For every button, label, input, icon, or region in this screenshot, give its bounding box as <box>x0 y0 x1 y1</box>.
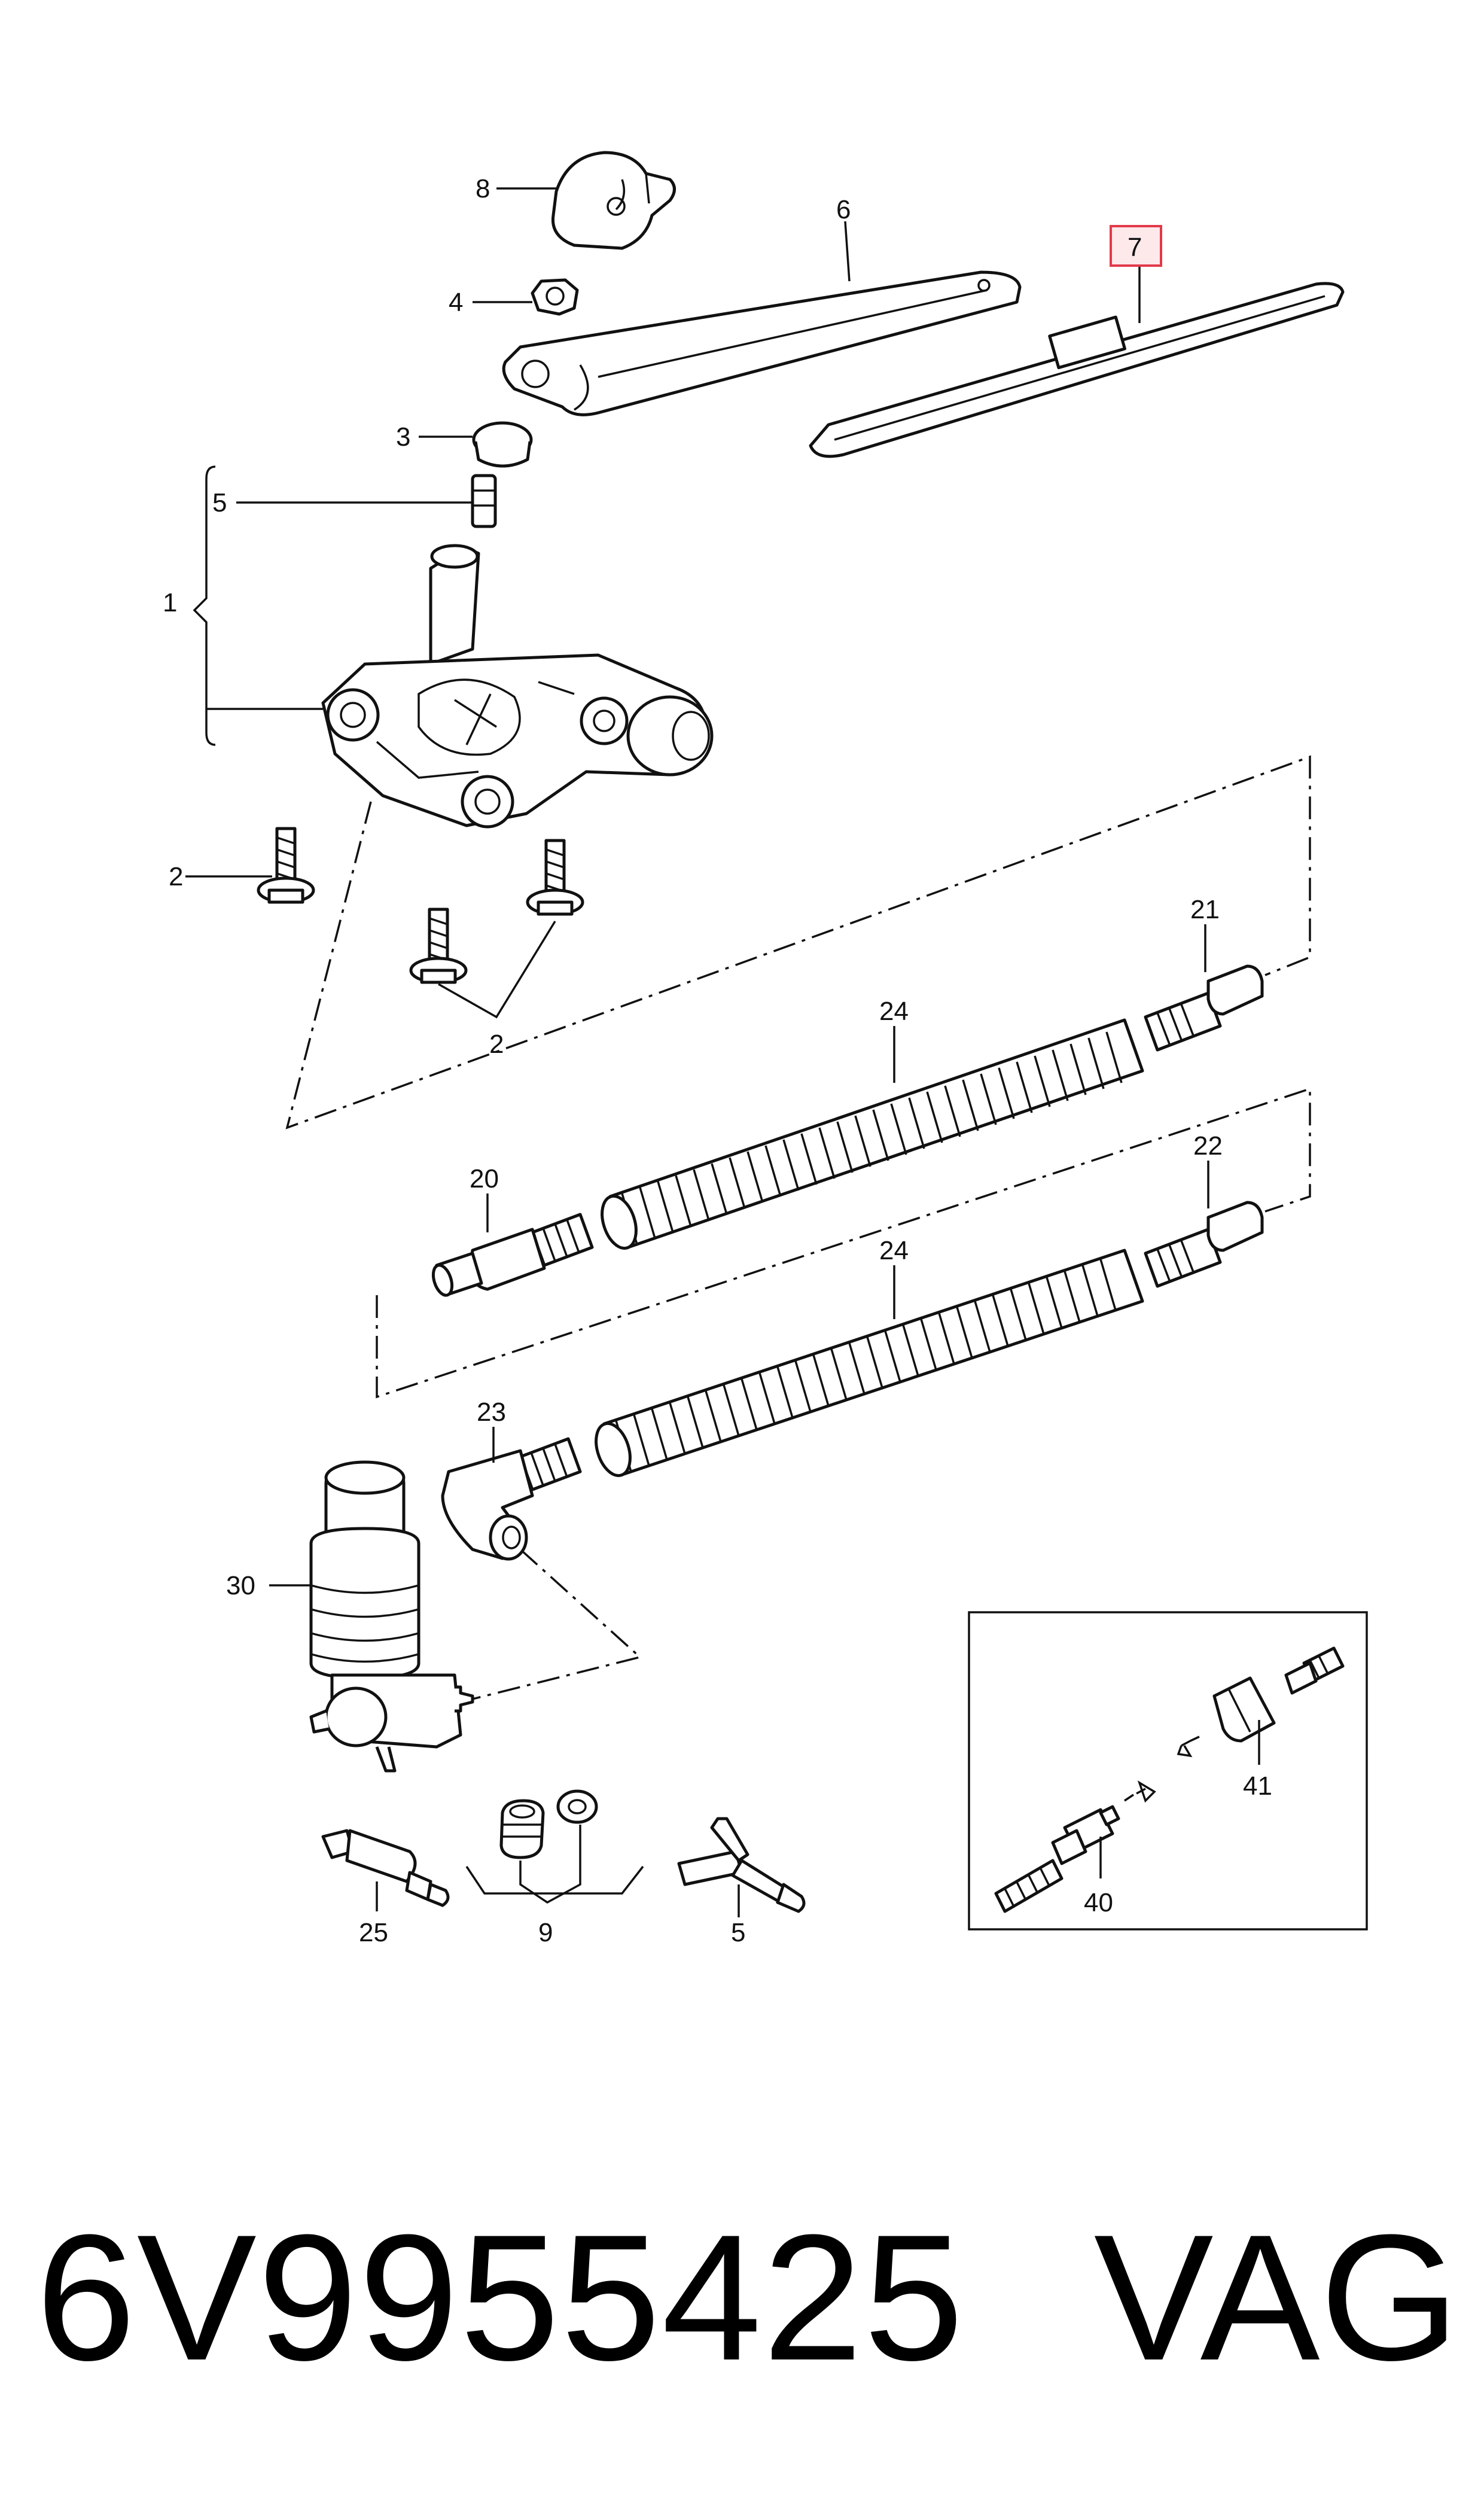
callout-30: 30 <box>226 1571 255 1600</box>
part-7-wiper-blade <box>809 282 1345 458</box>
callout-23: 23 <box>477 1397 506 1427</box>
callout-4: 4 <box>449 288 463 317</box>
callout-7-highlight <box>1110 225 1162 267</box>
brand-label: VAG <box>1093 2197 1459 2398</box>
callout-2-bottom: 2 <box>489 1030 504 1059</box>
part-5-jet <box>471 474 497 528</box>
callout-1: 1 <box>163 588 177 617</box>
callout-5-top: 5 <box>212 488 227 517</box>
callout-24-upper: 24 <box>879 997 909 1026</box>
part-20-connector <box>431 1213 594 1297</box>
part-25-valve <box>321 1829 450 1907</box>
callout-labels: 8 6 7 4 3 5 1 2 2 21 24 20 22 24 23 30 2… <box>163 174 1272 1947</box>
part-5-y-piece <box>677 1817 806 1913</box>
callout-6: 6 <box>836 195 851 224</box>
part-1-wiper-motor <box>321 544 714 829</box>
callout-9: 9 <box>538 1918 553 1947</box>
part-24-hose-lower <box>595 1249 1144 1478</box>
part-23-elbow <box>441 1437 582 1561</box>
callout-24-lower: 24 <box>879 1236 909 1265</box>
part-2-bolts <box>257 827 584 984</box>
inset-detail-box <box>968 1611 1368 1931</box>
callout-8: 8 <box>476 174 490 203</box>
part-21-fitting <box>1144 964 1264 1052</box>
assembly-lines <box>285 755 1311 1706</box>
callout-5-bottom: 5 <box>731 1918 745 1947</box>
part-9-nut-washer <box>499 1789 598 1859</box>
callout-7: 7 <box>1128 233 1142 262</box>
part-3-grommet <box>472 421 533 468</box>
part-24-hose-upper <box>601 1018 1144 1250</box>
part-30-washer-pump <box>309 1460 474 1773</box>
callout-22: 22 <box>1193 1131 1223 1161</box>
part-22-fitting <box>1144 1201 1264 1288</box>
part-8-cap <box>551 151 676 250</box>
leader-lines <box>185 187 1260 1917</box>
callout-21: 21 <box>1190 895 1220 924</box>
callout-41: 41 <box>1243 1771 1272 1801</box>
part-number: 6V9955425 <box>36 2197 965 2398</box>
callout-25: 25 <box>359 1918 388 1947</box>
callout-20: 20 <box>470 1164 499 1193</box>
footer: 6V9955425 VAG <box>36 2208 1459 2447</box>
callout-40: 40 <box>1084 1888 1113 1917</box>
part-1-bracket <box>193 465 216 746</box>
callout-3: 3 <box>396 422 410 452</box>
part-6-wiper-arm <box>502 270 1022 416</box>
callout-2-left: 2 <box>169 862 183 891</box>
part-4-nut <box>531 278 579 316</box>
